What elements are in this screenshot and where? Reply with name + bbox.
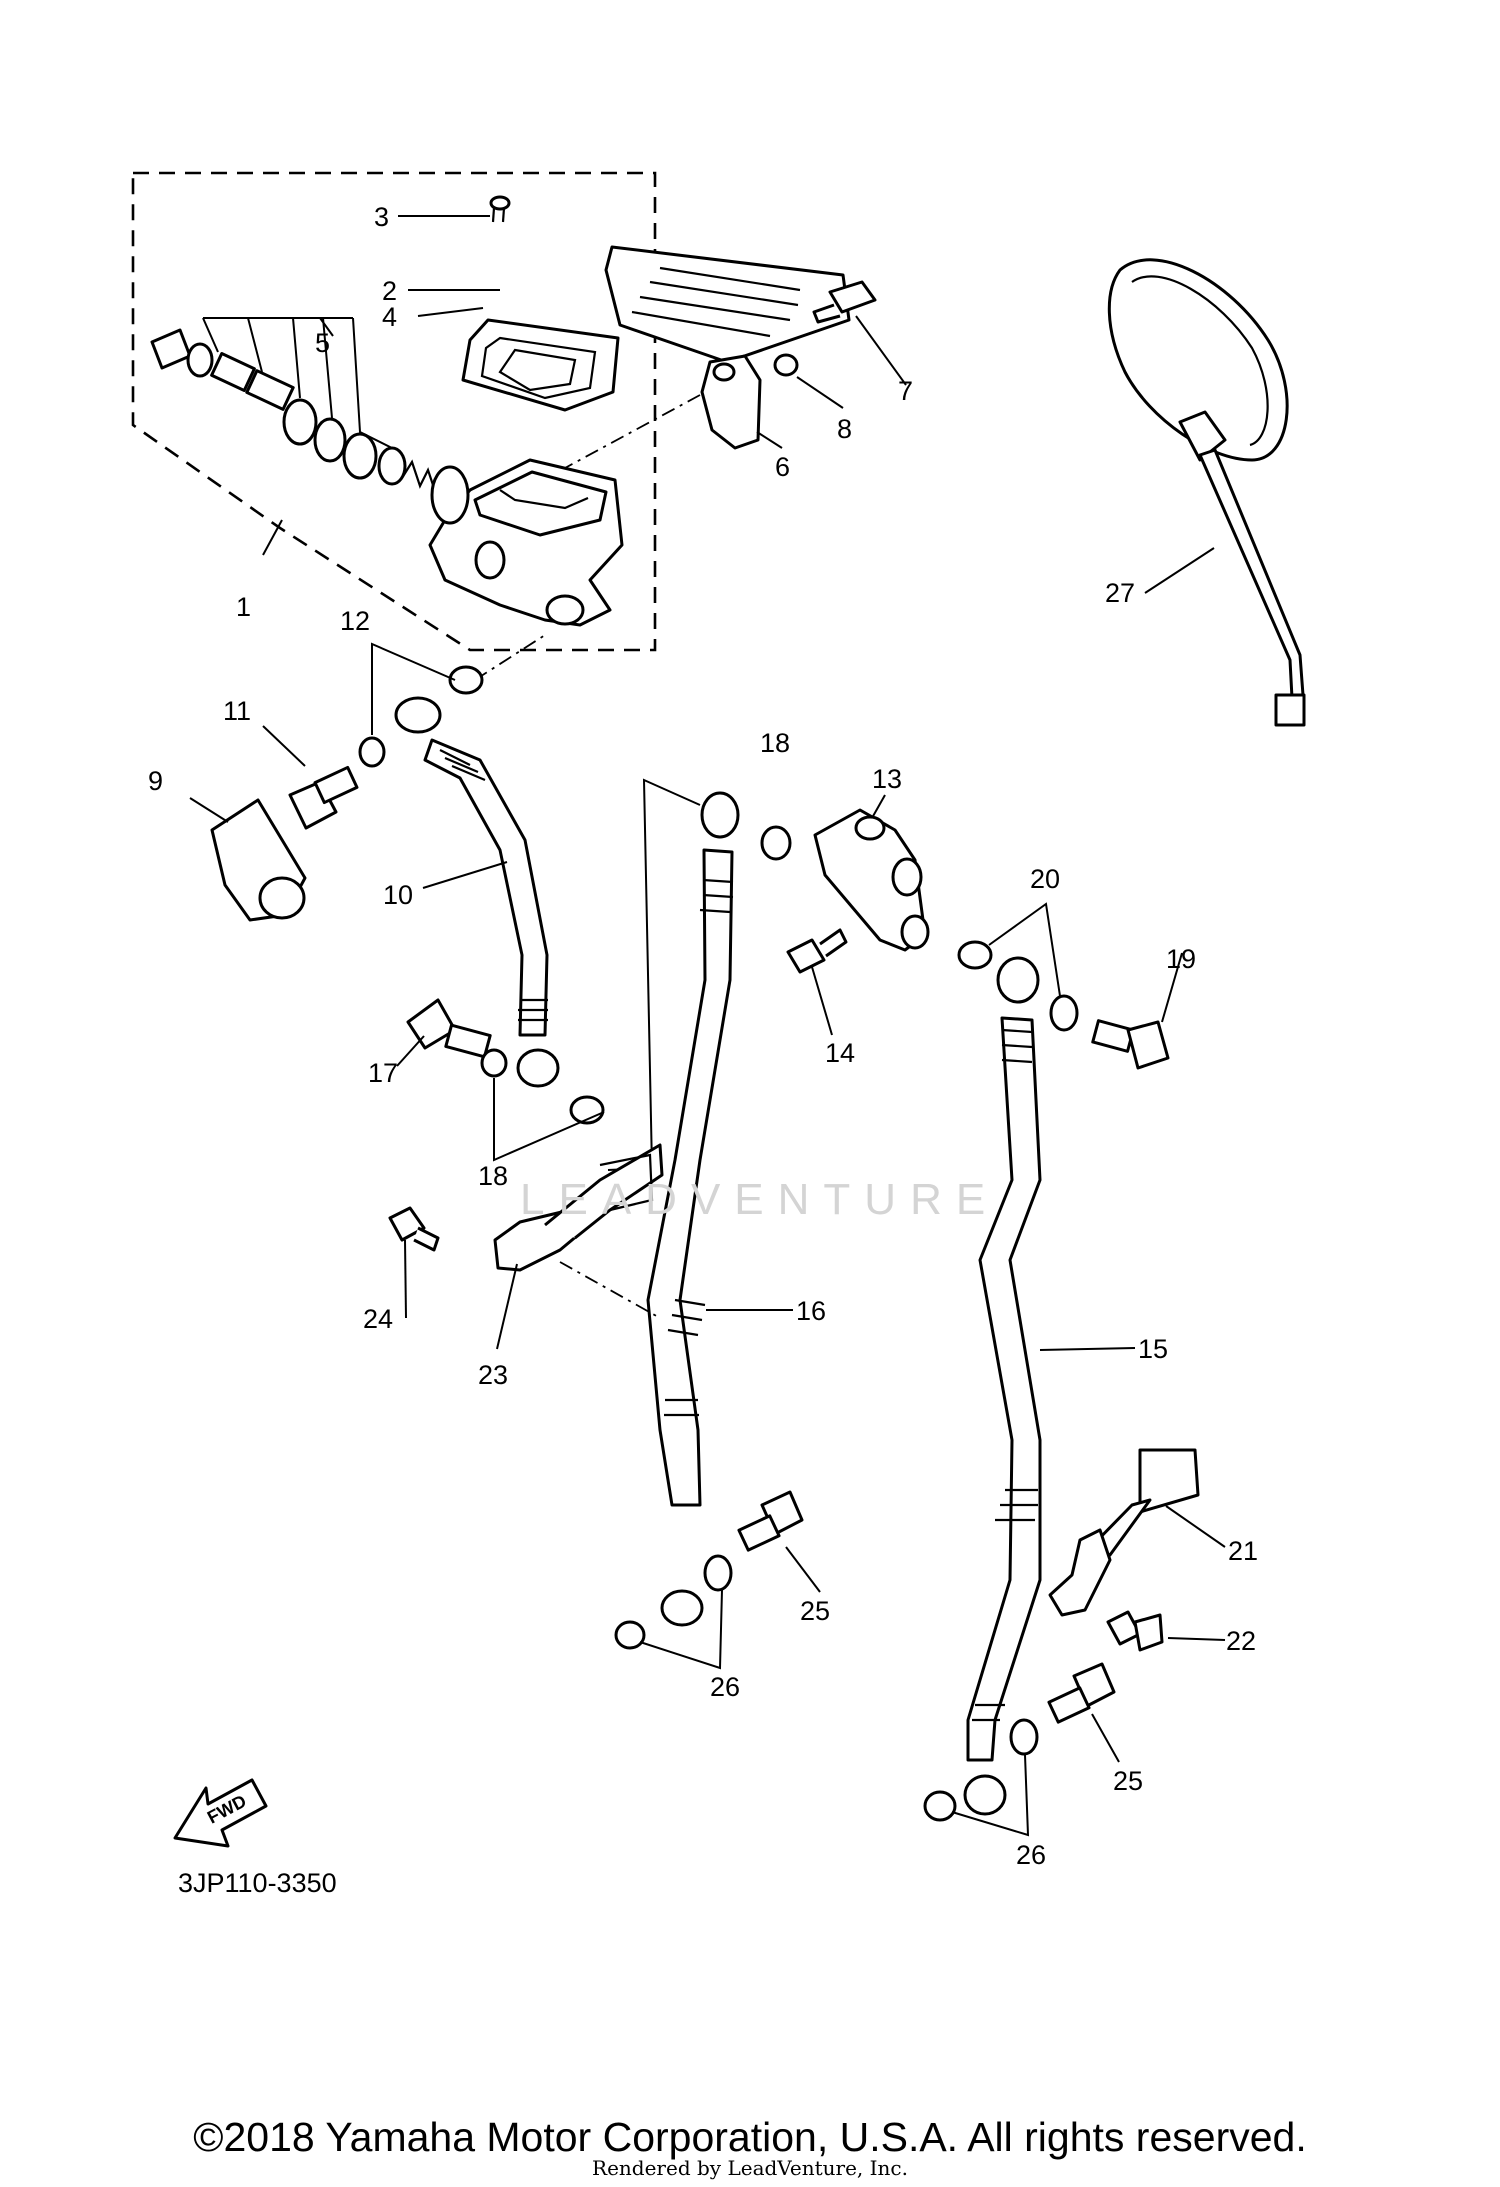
callout-3: 3	[374, 202, 389, 232]
mirror-27	[1107, 258, 1306, 727]
callout-25-left: 25	[800, 1596, 830, 1626]
brake-hose-10	[394, 696, 560, 1088]
reservoir-cap-2	[604, 245, 851, 364]
bolt-24	[388, 1206, 440, 1252]
callout-13: 13	[872, 764, 902, 794]
callout-10: 10	[383, 880, 413, 910]
brake-hose-16	[646, 791, 740, 1627]
callout-leaders	[189, 215, 1226, 1763]
part-number: 3JP110-3350	[178, 1868, 337, 1898]
callout-4: 4	[382, 302, 397, 332]
bolt-7	[812, 280, 877, 324]
washer-26c	[1009, 1718, 1039, 1756]
diaphragm-4	[461, 318, 620, 412]
master-cylinder-body	[428, 458, 624, 627]
washer-20b	[1049, 994, 1079, 1032]
washer-8	[773, 353, 799, 377]
hose-clamp-23	[493, 1143, 664, 1272]
washer-12b	[358, 736, 386, 768]
callout-11: 11	[223, 696, 251, 726]
callout-2: 2	[382, 276, 397, 306]
screw-3	[489, 195, 511, 223]
washer-26b	[614, 1620, 646, 1650]
callout-18-top: 18	[760, 728, 790, 758]
washer-18c	[760, 825, 792, 861]
copyright-notice: ©2018 Yamaha Motor Corporation, U.S.A. A…	[193, 2114, 1307, 2160]
hose-clamp-21	[1048, 1448, 1200, 1617]
piston-kit-5	[150, 317, 454, 501]
callout-23: 23	[478, 1360, 508, 1390]
callout-27: 27	[1105, 578, 1135, 608]
washer-20a	[957, 940, 993, 970]
assembly-line-holder	[564, 394, 701, 469]
callout-19: 19	[1166, 944, 1196, 974]
union-bolt-25a	[737, 1490, 804, 1552]
callout-26-right: 26	[1016, 1840, 1046, 1870]
washer-26d	[923, 1790, 957, 1822]
kit-outline	[131, 171, 657, 652]
assembly-line-washer	[474, 634, 546, 681]
cover-9	[210, 798, 307, 922]
brake-joint-13	[813, 808, 930, 952]
holder-6	[700, 354, 762, 450]
watermark: LEADVENTURE	[520, 1175, 1000, 1224]
washer-18a	[480, 1048, 508, 1078]
callout-21: 21	[1228, 1536, 1258, 1566]
assembly-line-clamp	[559, 1261, 661, 1319]
callout-1: 1	[236, 592, 251, 622]
callout-6: 6	[775, 452, 790, 482]
union-bolt-25b	[1047, 1662, 1116, 1724]
union-bolt-17	[406, 998, 492, 1059]
bolt-14	[786, 928, 848, 974]
washer-12a	[448, 665, 484, 695]
callout-12: 12	[340, 606, 370, 636]
callout-18-bottom: 18	[478, 1161, 508, 1191]
leader-20	[988, 902, 1061, 997]
callout-24: 24	[363, 1304, 393, 1334]
callout-20: 20	[1030, 864, 1060, 894]
callout-15: 15	[1138, 1334, 1168, 1364]
union-bolt-19	[1091, 1019, 1170, 1070]
callout-labels: 3 2 4 5 1 6 7 8 12 11 9 10 18 13 20 19 1…	[148, 202, 1258, 1898]
callout-22: 22	[1226, 1626, 1256, 1656]
callout-7: 7	[898, 376, 913, 406]
callout-9: 9	[148, 766, 163, 796]
bolt-22	[1106, 1610, 1164, 1652]
brake-hose-15	[963, 956, 1042, 1816]
union-bolt-11	[288, 765, 359, 830]
leader-26a	[639, 1589, 723, 1670]
callout-25-right: 25	[1113, 1766, 1143, 1796]
rendered-by-credit: Rendered by LeadVenture, Inc.	[592, 2156, 908, 2180]
washer-26a	[703, 1554, 733, 1592]
callout-14: 14	[825, 1038, 855, 1068]
leader-12	[371, 642, 456, 735]
leader-26b	[951, 1754, 1030, 1837]
callout-5: 5	[315, 328, 330, 358]
callout-8: 8	[837, 414, 852, 444]
fwd-direction-arrow: FWD	[173, 1778, 268, 1848]
callout-16: 16	[796, 1296, 826, 1326]
callout-17: 17	[368, 1058, 398, 1088]
callout-26-left: 26	[710, 1672, 740, 1702]
